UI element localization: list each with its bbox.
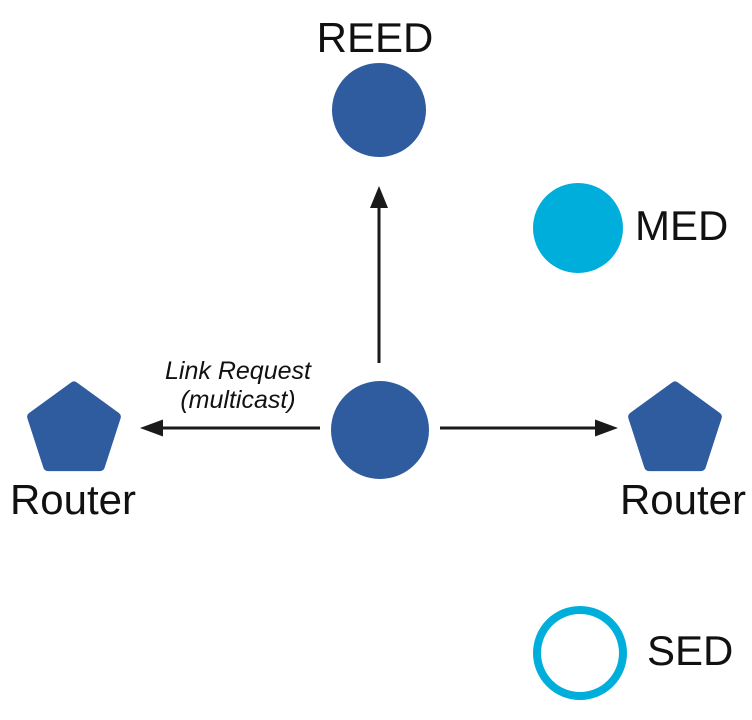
link-request-annotation-line1: Link Request [165,357,311,385]
arrow-right-head [595,419,618,437]
med-label: MED [635,202,729,249]
router-left-label: Router [9,476,137,523]
router-left-pentagon [27,381,121,472]
link-request-annotation: Link Request (multicast) [165,357,311,414]
link-request-annotation-line2: (multicast) [180,385,296,414]
sed-node-ring [533,606,627,700]
med-node-circle [533,183,623,273]
arrow-left-head [140,419,163,437]
center-node-circle [331,381,429,479]
sed-label: SED [647,627,734,674]
reed-label: REED [316,14,434,61]
router-right-label: Router [619,476,747,523]
arrow-up-head [370,186,388,208]
router-right-pentagon [628,381,722,472]
reed-node-circle [332,63,426,157]
